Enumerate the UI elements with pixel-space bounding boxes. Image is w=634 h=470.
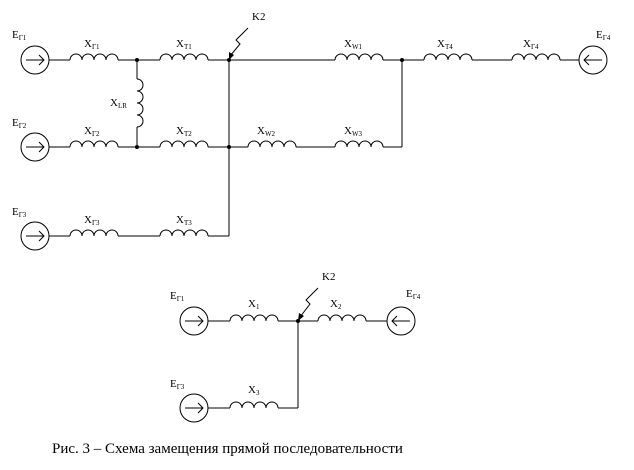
label-xw1: XW1 [344,38,363,51]
fault-arrow-icon [229,27,249,60]
source-g1-eq: EГ1 [170,290,209,336]
arrow-right-icon [26,141,45,153]
label-xt3: XT3 [176,214,192,227]
row1-wires [49,53,579,61]
inductor-xw2 [247,140,297,148]
label-xt1: XT1 [176,38,192,51]
source-g4-label: EГ4 [596,29,611,42]
label-xt2: XT2 [176,125,192,138]
arrow-left-icon [583,54,602,66]
inductor-xg1 [69,53,119,61]
source-g1-eq-label: EГ1 [170,290,185,303]
label-x2: X2 [330,298,342,311]
label-xt4: XT4 [437,38,453,51]
inductor-x2 [317,314,367,322]
source-g1-label: EГ1 [12,29,27,42]
node [227,145,231,149]
inductor-xg2 [69,140,119,148]
fault-label-k2: K2 [252,11,265,23]
source-g3-eq: EГ3 [170,378,209,423]
inductor-x3 [229,401,279,409]
source-g1: EГ1 [12,29,50,75]
label-xw2: XW2 [257,125,276,138]
inductor-xw3 [334,140,384,148]
source-g2-label: EГ2 [12,117,27,130]
label-xg3: XГ3 [84,214,100,227]
source-g3: EГ3 [12,206,50,251]
node [400,58,404,62]
node [135,58,139,62]
inductor-xt2 [159,140,209,148]
node [135,145,139,149]
inductor-xt3 [159,229,209,237]
arrow-left-icon [391,315,410,327]
top-scheme: EГ1 EГ2 EГ3 EГ4 [12,11,611,251]
source-g4-eq-label: EГ4 [406,288,421,301]
arrow-right-icon [26,230,45,242]
fault-label-k2-eq: K2 [322,271,335,283]
reactor-xlr [136,60,144,147]
inductor-xg4 [511,53,561,61]
source-g2: EГ2 [12,117,50,162]
row3-wires [49,229,229,237]
arrow-right-icon [185,402,204,414]
arrow-right-icon [185,315,204,327]
inductor-x1 [229,314,279,322]
source-g4: EГ4 [578,29,611,75]
source-g3-label: EГ3 [12,206,27,219]
label-xw3: XW3 [344,125,363,138]
inductor-xt1 [159,53,209,61]
source-g3-eq-label: EГ3 [170,378,185,391]
row2-wires [49,60,403,148]
label-xg2: XГ2 [84,125,100,138]
label-x1: X1 [248,298,260,311]
label-xg1: XГ1 [84,38,100,51]
fault-arrow-icon [298,287,319,321]
inductor-xw1 [334,53,384,61]
inductor-xt4 [423,53,473,61]
inductor-xg3 [69,229,119,237]
source-g4-eq: EГ4 [386,288,421,336]
arrow-right-icon [26,54,45,66]
label-xg4: XГ4 [523,38,539,51]
bottom-scheme: EГ1 EГ4 EГ3 [170,271,421,423]
figure-caption: Рис. 3 – Схема замещения прямой последов… [52,441,403,457]
label-xlr: XLR [110,97,127,110]
label-x3: X3 [248,384,260,397]
